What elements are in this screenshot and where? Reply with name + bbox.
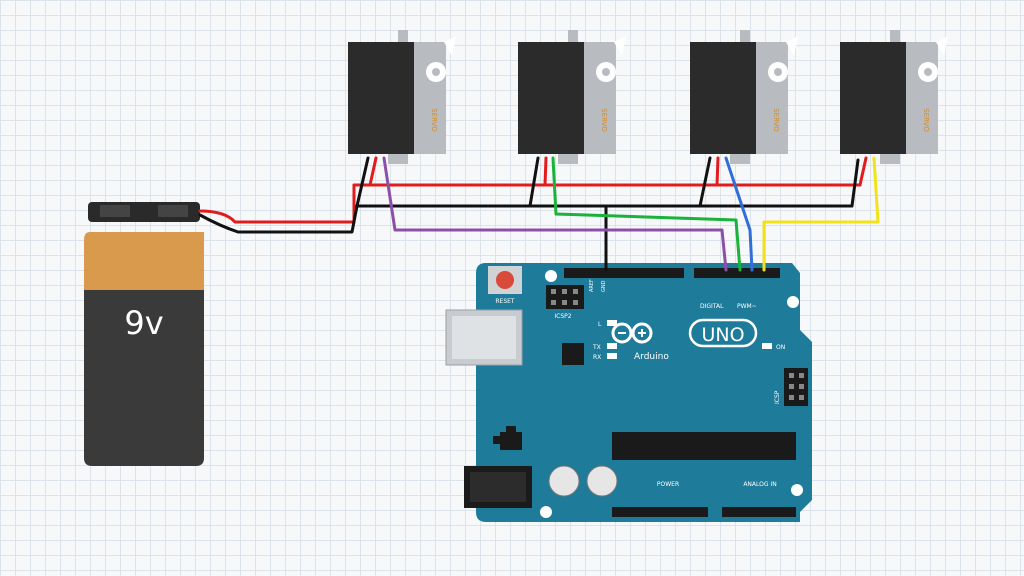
wire-ground-bus <box>538 158 860 208</box>
pwm-label: PWM~ <box>737 303 757 310</box>
power-header <box>612 507 708 517</box>
led-rx-label: RX <box>593 354 601 361</box>
mount-hole <box>787 296 799 308</box>
wires <box>198 156 880 272</box>
atmega-chip <box>612 432 796 460</box>
led-on <box>762 343 772 349</box>
wire-servo-3-ground <box>698 156 712 208</box>
reset-label: RESET <box>495 298 515 305</box>
servo-1: SERVO <box>348 30 456 164</box>
servo-label: SERVO <box>600 108 608 132</box>
wire-servo-3-power <box>715 156 720 187</box>
power-label: POWER <box>657 481 679 488</box>
uno-badge <box>688 318 758 348</box>
battery-9v: 9v <box>84 202 204 466</box>
model-label: UNO <box>701 324 744 346</box>
wire-battery-negative <box>198 204 542 234</box>
servo-label: SERVO <box>922 108 930 132</box>
icsp-header <box>784 368 808 406</box>
voltage-regulator <box>500 432 522 450</box>
led-l <box>607 320 617 326</box>
servo-4: SERVO <box>840 30 948 164</box>
servo-3: SERVO <box>690 30 798 164</box>
capacitor <box>586 465 618 497</box>
wire-servo-3-signal <box>724 156 754 272</box>
led-tx <box>607 343 617 349</box>
wire-servo-1-ground <box>355 156 370 208</box>
mount-hole <box>791 484 803 496</box>
brand-label: Arduino <box>634 352 669 362</box>
servo-label: SERVO <box>430 108 438 132</box>
analog-in-label: ANALOG IN <box>743 481 776 488</box>
arduino-board: RESET ICSP2 AREF GND DIGITAL PWM~ L TX R… <box>445 263 812 522</box>
aref-label: AREF <box>589 279 595 292</box>
analog-header <box>722 507 796 517</box>
battery-label: 9v <box>124 304 163 342</box>
capacitor <box>548 465 580 497</box>
wire-servo-2-power <box>543 156 548 187</box>
wire-servo-2-ground <box>528 156 540 208</box>
icsp2-header <box>546 285 584 309</box>
wire-servo-1-signal <box>382 156 728 272</box>
wire-servo-2-signal <box>551 156 742 272</box>
digital-label: DIGITAL <box>700 303 724 310</box>
on-label: ON <box>776 344 785 351</box>
wire-servo-1-power <box>368 156 378 187</box>
gnd-label: GND <box>601 280 607 292</box>
arduino-logo <box>611 322 653 344</box>
wire-servo-4-power <box>858 156 868 187</box>
mount-hole <box>540 506 552 518</box>
led-l-label: L <box>598 321 602 328</box>
digital-header <box>564 268 780 278</box>
servo-label: SERVO <box>772 108 780 132</box>
servo-2: SERVO <box>518 30 626 164</box>
wire-servo-4-signal <box>762 156 880 272</box>
icsp-label: ICSP <box>774 390 781 404</box>
mount-hole <box>545 270 557 282</box>
wire-battery-positive <box>198 183 356 224</box>
usb-chip <box>562 343 584 365</box>
led-tx-label: TX <box>592 344 601 351</box>
servos: SERVO SERVO SERVO <box>348 30 948 164</box>
led-rx <box>607 353 617 359</box>
icsp2-label: ICSP2 <box>554 313 571 320</box>
